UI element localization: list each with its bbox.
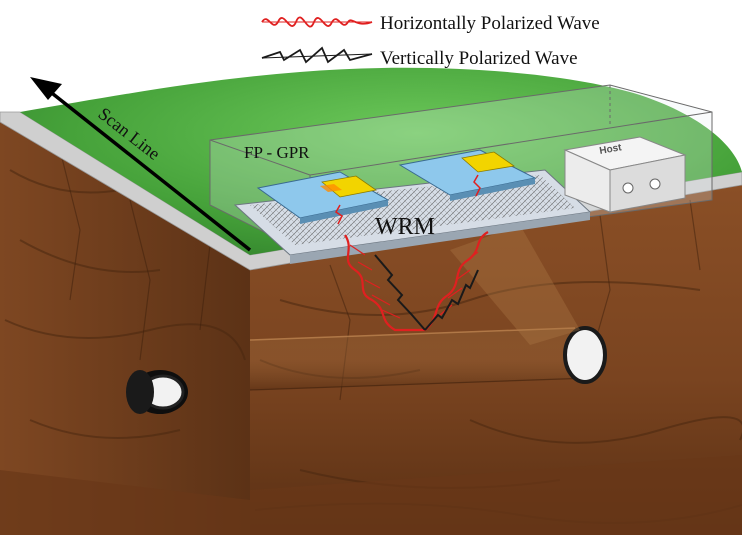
scan-line-arrow: [30, 77, 252, 252]
grass-surface: [20, 67, 742, 255]
soil-block: [0, 120, 742, 535]
wrm-platform: [233, 169, 592, 264]
soil-bottom-layer: [250, 455, 742, 535]
antenna-left-patch: [321, 175, 378, 198]
pipe-branch: [450, 225, 580, 345]
soil-roots: [59, 149, 701, 401]
legend-vertical-label: Vertically Polarized Wave: [380, 48, 578, 69]
vertical-wave-up: [424, 269, 479, 331]
legend: Horizontally Polarized Wave Vertically P…: [261, 13, 600, 69]
horizontal-wave-down: [344, 234, 425, 332]
pipe-left: [126, 370, 188, 414]
fp-gpr-label: FP - GPR: [244, 143, 310, 162]
wrm-label: WRM: [375, 214, 435, 240]
antenna-left: [256, 171, 390, 224]
host-label: Host: [599, 142, 623, 157]
host-unit: Host: [563, 136, 687, 213]
pipe-end: [563, 326, 607, 384]
antenna-right-patch: [461, 151, 516, 173]
vertical-wave-down: [374, 254, 426, 331]
legend-horizontal-wave-icon: [261, 16, 373, 28]
pipe-main: [249, 326, 607, 391]
antenna-right: [398, 149, 537, 201]
legend-horizontal-label: Horizontally Polarized Wave: [380, 13, 600, 34]
legend-vertical-wave-icon: [261, 46, 373, 64]
soil-bottom-layer-left: [0, 470, 250, 535]
antenna-signals: [335, 174, 481, 225]
